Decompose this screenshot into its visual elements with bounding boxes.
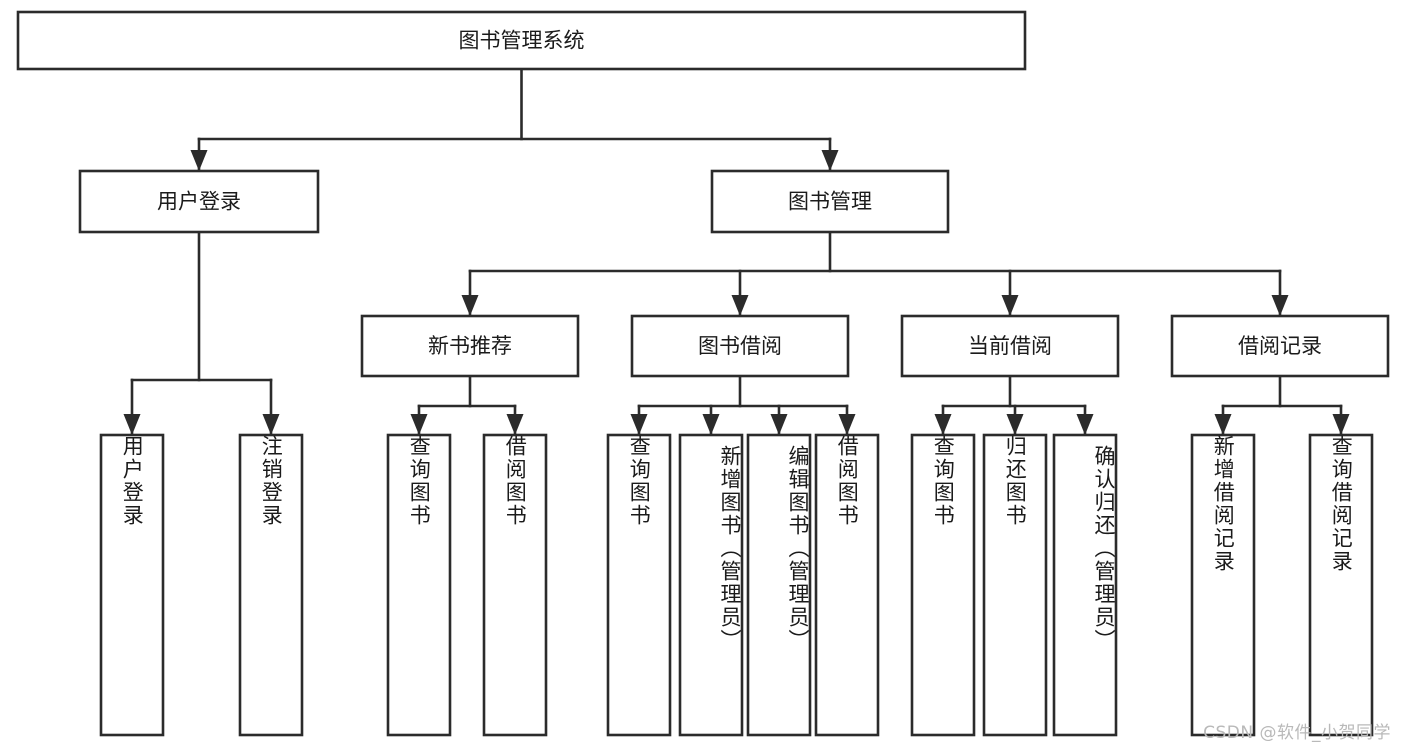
arrowhead-new-book-rec-0 [410,414,428,435]
arrowhead-current-borrow-0 [934,414,952,435]
node-box-leaf-query-book-3[interactable] [910,433,976,737]
node-box-borrow-record[interactable] [1170,314,1390,378]
node-box-leaf-return-book[interactable] [982,433,1048,737]
arrowhead-book-borrow-2 [770,414,788,435]
arrowhead-book-borrow-1 [702,414,720,435]
arrowhead-book-borrow-3 [838,414,856,435]
arrowhead-root-0 [190,150,208,171]
node-box-leaf-query-record[interactable] [1308,433,1374,737]
node-label-borrow-record: 借阅记录 [1238,334,1322,358]
node-box-leaf-add-record[interactable] [1190,433,1256,737]
node-box-leaf-query-book-2[interactable] [606,433,672,737]
arrowhead-borrow-record-1 [1332,414,1350,435]
arrowhead-book-manage-2 [1001,295,1019,316]
connector-layer [123,67,1350,437]
arrowhead-user-login-1 [262,414,280,435]
node-box-current-borrow[interactable] [900,314,1120,378]
node-label-new-book-rec: 新书推荐 [428,334,512,358]
arrowhead-root-1 [821,150,839,171]
arrowhead-user-login-0 [123,414,141,435]
node-box-leaf-confirm-return[interactable] [1052,433,1118,737]
node-box-leaf-add-book[interactable] [678,433,744,737]
arrowhead-book-manage-3 [1271,295,1289,316]
csdn-watermark: CSDN @软件_小贺同学 [1203,723,1391,743]
arrowhead-new-book-rec-1 [506,414,524,435]
node-box-root[interactable] [16,10,1027,71]
node-box-user-login[interactable] [78,169,320,234]
node-box-leaf-borrow-book-2[interactable] [814,433,880,737]
node-label-book-manage: 图书管理 [788,190,872,214]
node-box-leaf-logout[interactable] [238,433,304,737]
node-box-book-borrow[interactable] [630,314,850,378]
arrowhead-current-borrow-2 [1076,414,1094,435]
arrowhead-book-manage-0 [461,295,479,316]
node-label-user-login: 用户登录 [157,190,241,214]
node-box-layer [16,10,1390,737]
node-box-leaf-edit-book[interactable] [746,433,812,737]
node-box-leaf-user-login[interactable] [99,433,165,737]
node-label-book-borrow: 图书借阅 [698,334,782,358]
node-box-new-book-rec[interactable] [360,314,580,378]
arrowhead-current-borrow-1 [1006,414,1024,435]
node-box-leaf-borrow-book-1[interactable] [482,433,548,737]
node-box-leaf-query-book-1[interactable] [386,433,452,737]
node-box-book-manage[interactable] [710,169,950,234]
node-label-root: 图书管理系统 [459,29,585,53]
arrowhead-book-borrow-0 [630,414,648,435]
node-label-current-borrow: 当前借阅 [968,334,1052,358]
arrowhead-borrow-record-0 [1214,414,1232,435]
arrowhead-book-manage-1 [731,295,749,316]
